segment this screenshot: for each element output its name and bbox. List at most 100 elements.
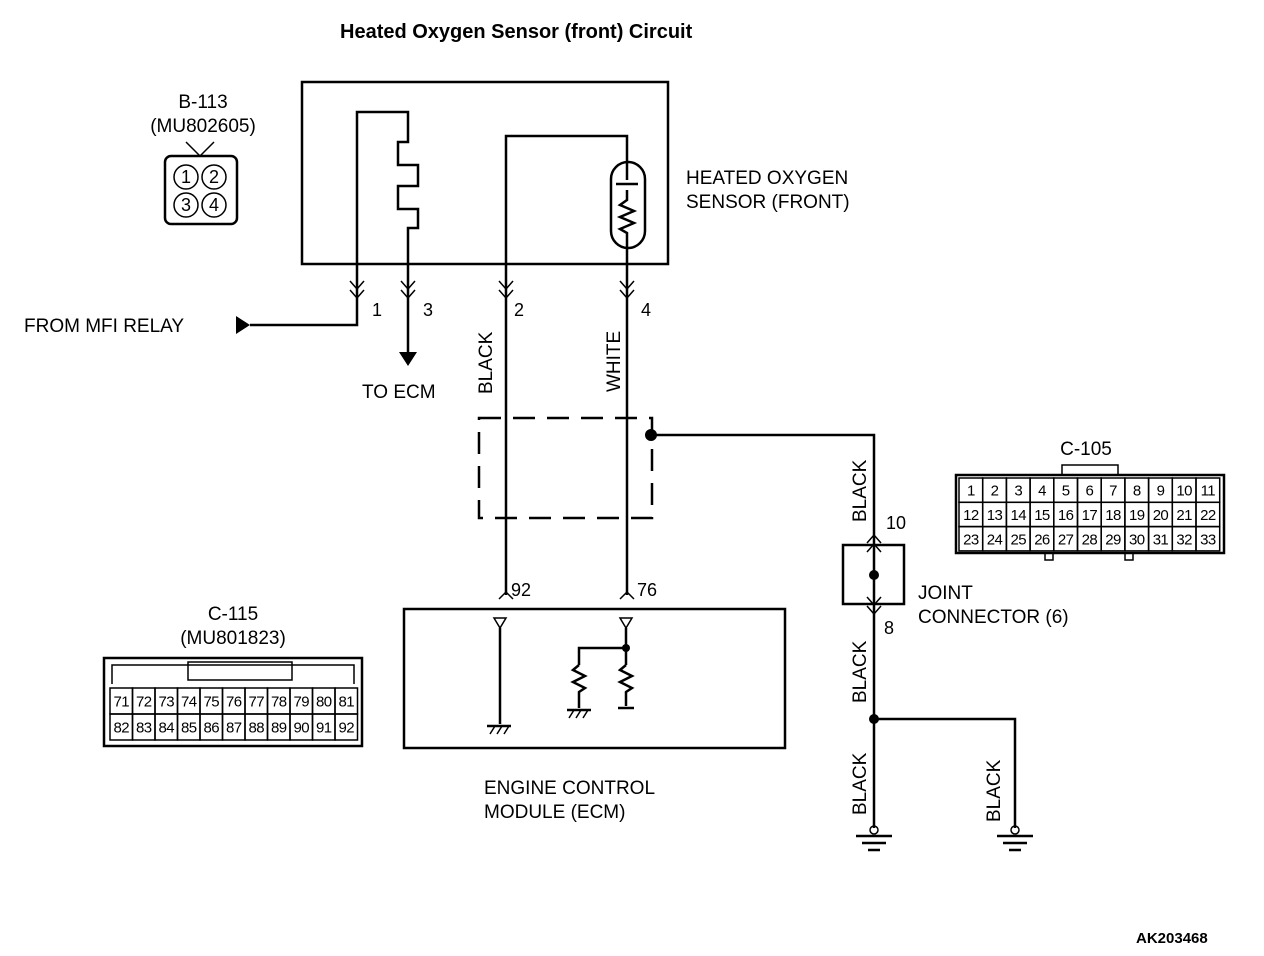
connector-c105-pin-cell — [1195, 525, 1221, 552]
connector-c115-pin-label: 77 — [249, 694, 265, 711]
connector-c105-pin-label: 25 — [1011, 531, 1027, 548]
connector-c115-pin-label: 75 — [204, 694, 220, 711]
ecm-resistor-ground-hatch — [568, 709, 589, 719]
connector-c105-pin-label: 1 — [967, 483, 975, 500]
ecm-chevron-76 — [619, 590, 635, 600]
from-mfi-relay-label: FROM MFI RELAY — [24, 316, 184, 337]
connector-c115-pin-label: 79 — [294, 694, 310, 711]
diagram-title: Heated Oxygen Sensor (front) Circuit — [340, 21, 693, 43]
connector-c115-pin-label: 91 — [316, 720, 332, 737]
connector-b113-pin-2 — [201, 164, 227, 190]
connector-c115-pin-label: 72 — [136, 694, 152, 711]
to-ecm-label: TO ECM — [362, 382, 436, 403]
sensor-label-line1: HEATED OXYGEN — [686, 168, 848, 189]
connector-c105-pin-label: 11 — [1201, 483, 1216, 500]
engine-control-module — [402, 607, 787, 750]
wire-shield-color: BLACK — [850, 459, 871, 522]
wire-ground-right-color: BLACK — [984, 759, 1005, 822]
connector-c115-pin-label: 78 — [271, 694, 287, 711]
connector-c115-pin-label: 85 — [181, 720, 197, 737]
wire-joint-out-color: BLACK — [850, 640, 871, 703]
connector-c105-foot-left — [1044, 552, 1054, 561]
connector-c105-pin-label: 15 — [1034, 507, 1050, 524]
joint-chevron-out — [866, 596, 882, 616]
connector-c115-pin-label: 82 — [114, 720, 130, 737]
ecm-pin-92-ground-hatch — [489, 725, 510, 735]
connector-c105-pin-label: 13 — [987, 507, 1003, 524]
connector-c105-pin-label: 32 — [1176, 531, 1192, 548]
wire-ground-left-color: BLACK — [850, 752, 871, 815]
to-ecm-arrow — [399, 352, 417, 366]
heated-oxygen-sensor: HEATED OXYGEN SENSOR (FRONT) — [300, 80, 850, 266]
wire-pin2-color: BLACK — [476, 331, 497, 394]
connector-c115-pin-label: 83 — [136, 720, 152, 737]
sensor-housing — [300, 80, 670, 266]
sensor-heater-element — [355, 110, 420, 264]
connector-c115-part: (MU801823) — [180, 628, 286, 649]
joint-connector-node — [869, 570, 879, 580]
connector-c105-pin-label: 16 — [1058, 507, 1074, 524]
joint-pin-10-label: 10 — [886, 513, 906, 533]
sensor-signal-loop — [504, 134, 629, 264]
connector-c105-pin-label: 8 — [1133, 483, 1141, 500]
connector-c105-pin-label: 4 — [1038, 483, 1046, 500]
sensor-pin-2-label: 2 — [514, 300, 524, 320]
connector-c115-pin-cell — [334, 713, 359, 741]
connector-c105-pin-label: 10 — [1176, 483, 1192, 500]
ground-right-bars — [997, 834, 1033, 852]
sensor-pin-3-label: 3 — [423, 300, 433, 320]
connector-c105-pin-label: 12 — [963, 507, 979, 524]
wire-pin1-mfi-relay — [250, 264, 359, 327]
connector-c105-pin-label: 33 — [1200, 531, 1216, 548]
connector-c115-key — [187, 661, 293, 681]
ground-right-terminal — [1010, 825, 1020, 835]
ecm-resistor-left — [570, 664, 588, 708]
connector-c115-pin-label: 92 — [339, 720, 355, 737]
ecm-label-line2: MODULE (ECM) — [484, 802, 625, 823]
figure-code: AK203468 — [1136, 930, 1208, 947]
ground-symbol-right — [997, 825, 1033, 852]
connector-c115-pin-label: 90 — [294, 720, 310, 737]
ecm-resistor-right — [617, 664, 635, 706]
connector-b113-key — [185, 141, 215, 158]
joint-pin-8-label: 8 — [884, 618, 894, 638]
connector-c115-pin-label: 73 — [159, 694, 175, 711]
connector-c115-pin-label: 80 — [316, 694, 332, 711]
connector-c105-pin-label: 22 — [1200, 507, 1216, 524]
connector-c105-pin-label: 23 — [963, 531, 979, 548]
ground-left-bars — [856, 834, 892, 852]
sensor-pin-4-label: 4 — [641, 300, 651, 320]
connector-c115-name: C-115 — [208, 604, 258, 625]
connector-b113-pin-4-label: 4 — [209, 195, 219, 215]
connector-c105-pin-label: 19 — [1129, 507, 1145, 524]
connector-c105-pin-label: 31 — [1153, 531, 1169, 548]
connector-c105-pin-label: 7 — [1109, 483, 1117, 500]
connector-b113-part: (MU802605) — [150, 116, 256, 137]
connector-c105-pin-label: 27 — [1058, 531, 1074, 548]
connector-c115-housing — [102, 656, 364, 748]
ground-symbol-left — [856, 825, 892, 852]
joint-label-line2: CONNECTOR (6) — [918, 607, 1069, 628]
wire-ground-right — [874, 717, 1017, 828]
connector-c115-pin-label: 76 — [226, 694, 242, 711]
mfi-relay-arrow — [236, 316, 250, 334]
connector-b113: B-113 (MU802605) 1 2 3 4 — [150, 92, 256, 226]
ecm-pin-76-node — [622, 644, 630, 652]
connector-c105-pin-label: 29 — [1105, 531, 1121, 548]
connector-c105-pin-label: 9 — [1157, 483, 1165, 500]
ecm-pin-92-label: 92 — [511, 580, 531, 600]
connector-c105-pin-label: 6 — [1085, 483, 1093, 500]
connector-b113-pin-1 — [173, 164, 199, 190]
joint-chevron-in — [866, 533, 882, 553]
sensor-label-line2: SENSOR (FRONT) — [686, 192, 850, 213]
connector-c105-pin-label: 21 — [1176, 507, 1192, 524]
wire-shield — [477, 416, 654, 520]
ecm-pin-76-label: 76 — [637, 580, 657, 600]
connector-c105-pin-label: 20 — [1153, 507, 1169, 524]
ground-left-terminal — [869, 825, 879, 835]
sensor-pin-1-label: 1 — [372, 300, 382, 320]
connector-b113-pin-4 — [201, 192, 227, 218]
